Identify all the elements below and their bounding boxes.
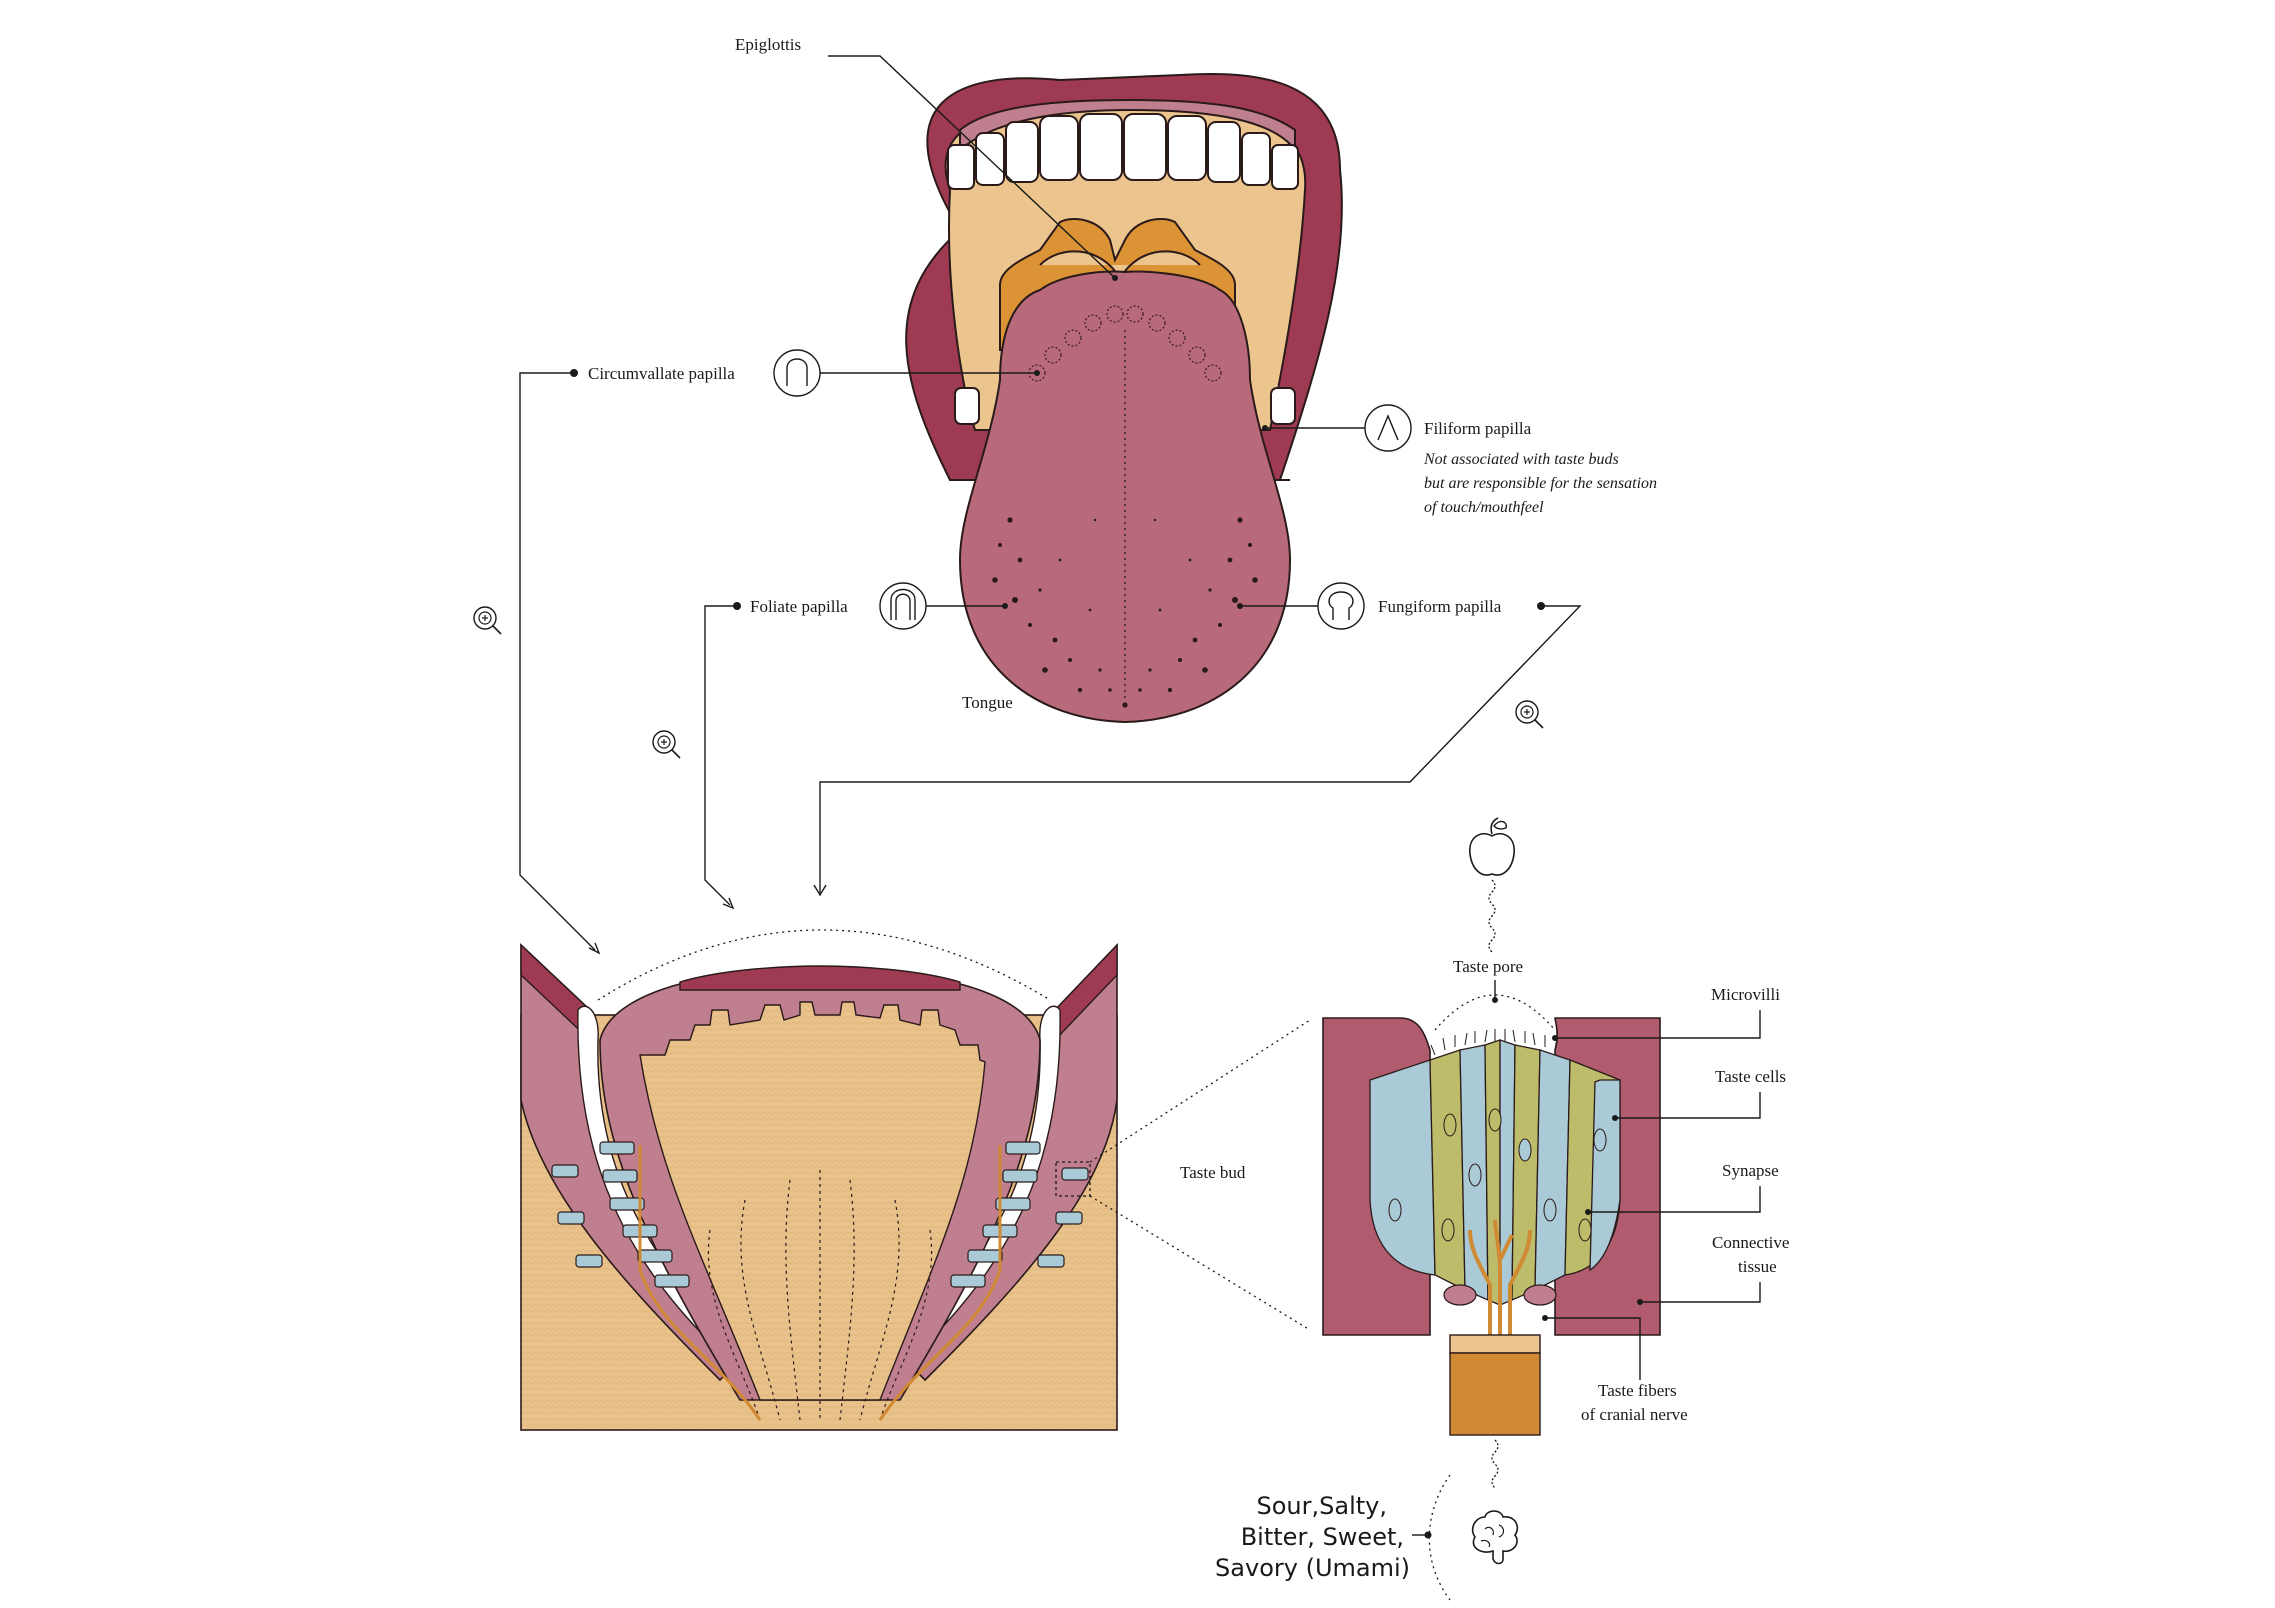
- tongue-label: Tongue: [962, 693, 1013, 712]
- papilla-cross-section: [520, 929, 1118, 1431]
- epiglottis-label: Epiglottis: [735, 35, 801, 54]
- filiform-label: Filiform papilla: [1424, 419, 1532, 438]
- upper-gum: [959, 98, 1296, 154]
- papilla-icon: [1364, 404, 1412, 452]
- filiform-note-line-2: but are responsible for the sensation: [1424, 475, 1657, 492]
- brain-icon: [1471, 1510, 1519, 1565]
- circumvallate-label: Circumvallate papilla: [588, 364, 735, 383]
- filiform-note-line-3: of touch/mouthfeel: [1424, 499, 1544, 516]
- taste-bud-label: Taste bud: [1180, 1163, 1246, 1182]
- filiform-callout: Filiform papilla Not associated with tas…: [1262, 404, 1657, 516]
- papilla-icon: [1317, 582, 1365, 630]
- connective-label-line-1: Connective: [1712, 1233, 1789, 1252]
- tongue: [958, 270, 1292, 724]
- lower-teeth: [954, 387, 1296, 425]
- taste-buds-left: [551, 1141, 690, 1288]
- tastes-line-2: Bitter, Sweet,: [1241, 1523, 1404, 1551]
- mouth-illustration: [905, 72, 1343, 724]
- apple-icon: [1469, 817, 1515, 876]
- taste-cells: [1369, 1039, 1621, 1306]
- circumvallate-callout: Circumvallate papilla: [519, 349, 1040, 955]
- fungiform-callout: Fungiform papilla: [813, 582, 1582, 897]
- papilla-core: [639, 1001, 986, 1401]
- foliate-callout: Foliate papilla: [704, 582, 1008, 910]
- zoom-in-icon: [652, 730, 681, 759]
- taste-fibers-label-line-2: of cranial nerve: [1581, 1405, 1688, 1424]
- tastes-line-1: Sour,Salty,: [1257, 1492, 1387, 1520]
- connective-label-line-2: tissue: [1738, 1257, 1777, 1276]
- fungiform-dots: [992, 517, 1258, 708]
- taste-pore-label: Taste pore: [1453, 957, 1523, 976]
- filiform-note-line-1: Not associated with taste buds: [1423, 451, 1619, 468]
- zoom-in-icon: [473, 606, 502, 635]
- microvilli-label: Microvilli: [1711, 985, 1780, 1004]
- taste-bud-detail: Taste bud: [1180, 957, 1789, 1436]
- epiglottis-callout: Epiglottis: [735, 35, 1118, 281]
- foliate-label: Foliate papilla: [750, 597, 848, 616]
- papilla-icon: [773, 349, 821, 397]
- fungiform-label: Fungiform papilla: [1378, 597, 1502, 616]
- synapse-label: Synapse: [1722, 1161, 1779, 1180]
- tastes-line-3: Savory (Umami): [1215, 1554, 1410, 1582]
- circumvallate-papillae: [1028, 305, 1222, 382]
- taste-fibers-label-line-1: Taste fibers: [1598, 1381, 1677, 1400]
- tastes-text: Sour,Salty, Bitter, Sweet, Savory (Umami…: [1215, 1492, 1432, 1582]
- taste-cells-label: Taste cells: [1715, 1067, 1786, 1086]
- zoom-in-icon: [1515, 700, 1544, 729]
